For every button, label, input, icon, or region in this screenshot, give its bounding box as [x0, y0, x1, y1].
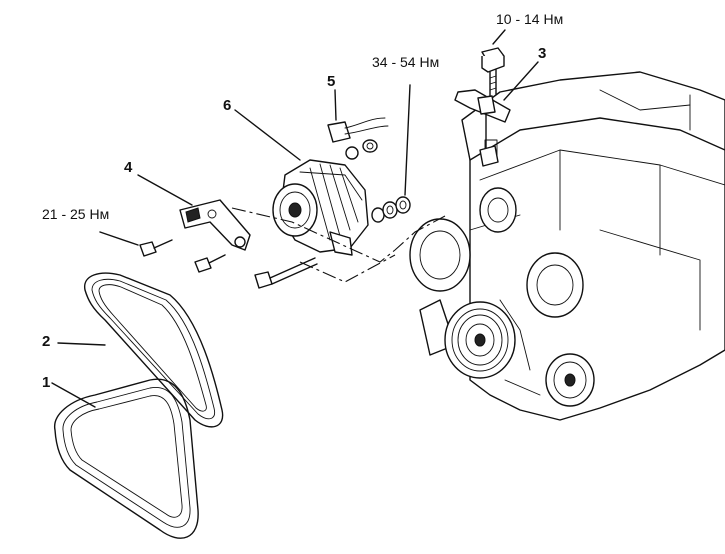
timing-cover-pulleys	[409, 218, 584, 356]
top-bolt	[481, 29, 506, 97]
bracket-bolt	[194, 254, 226, 273]
adjuster-bolt	[99, 231, 173, 257]
alignment-line-lower	[299, 254, 396, 283]
alignment-line	[231, 207, 446, 263]
callout-2: 2	[42, 333, 50, 350]
torque-adjuster-bolt: 21 - 25 Нм	[42, 206, 109, 222]
nut-washer-stack	[371, 84, 411, 223]
part-5-connector	[327, 89, 389, 160]
callout-3: 3	[538, 45, 546, 62]
belt-1	[51, 378, 199, 539]
callout-4: 4	[124, 159, 133, 176]
part-6-alternator	[234, 109, 369, 256]
crankshaft-pulley	[444, 301, 516, 379]
torque-top-bolt: 10 - 14 Нм	[496, 11, 563, 27]
torque-nut: 34 - 54 Нм	[372, 54, 439, 70]
part-4-bracket	[137, 174, 251, 251]
lower-pulley	[545, 353, 595, 407]
callout-6: 6	[223, 97, 231, 114]
engine-block	[461, 71, 725, 421]
callout-5: 5	[327, 73, 335, 90]
through-bolt	[254, 257, 318, 289]
belt-2	[57, 272, 224, 428]
part-3-bracket	[454, 61, 539, 167]
callout-1: 1	[42, 374, 50, 391]
